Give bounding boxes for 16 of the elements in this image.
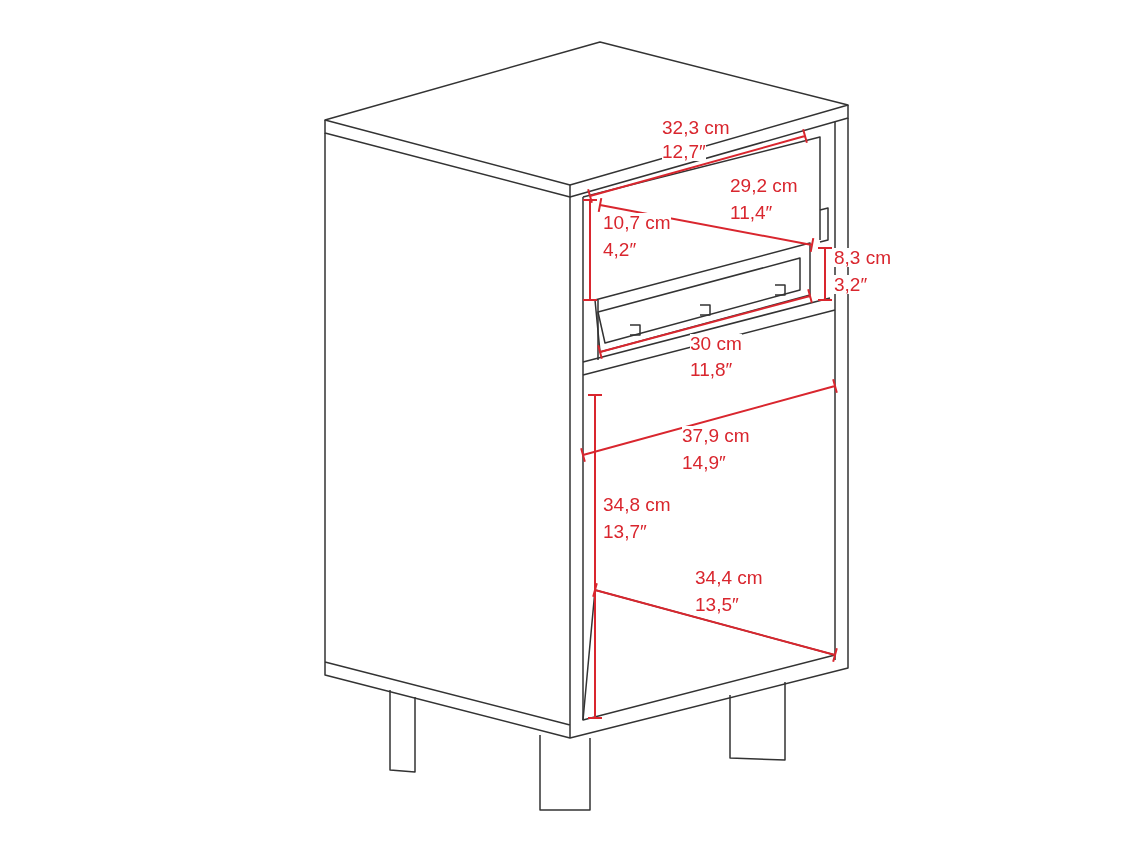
dimension-label: 11,4″ [730,203,773,222]
dimension-label: 37,9 cm [682,426,750,445]
dimension-label: 14,9″ [682,453,726,472]
dimension-label: 11,8″ [690,360,733,379]
dimension-label: 34,4 cm [695,568,763,587]
dimension-label: 30 cm [690,334,742,353]
dimension-label: 13,7″ [603,522,647,541]
dimension-label: 29,2 cm [730,176,798,195]
dimension-label: 4,2″ [603,240,637,259]
dimension-label: 13,5″ [695,595,739,614]
dimension-label: 10,7 cm [603,213,671,232]
dimension-label: 12,7″ [662,142,706,161]
dimension-label: 34,8 cm [603,495,671,514]
dimension-label: 3,2″ [834,275,868,294]
dimension-label: 8,3 cm [834,248,892,267]
dimension-label: 32,3 cm [662,118,730,137]
